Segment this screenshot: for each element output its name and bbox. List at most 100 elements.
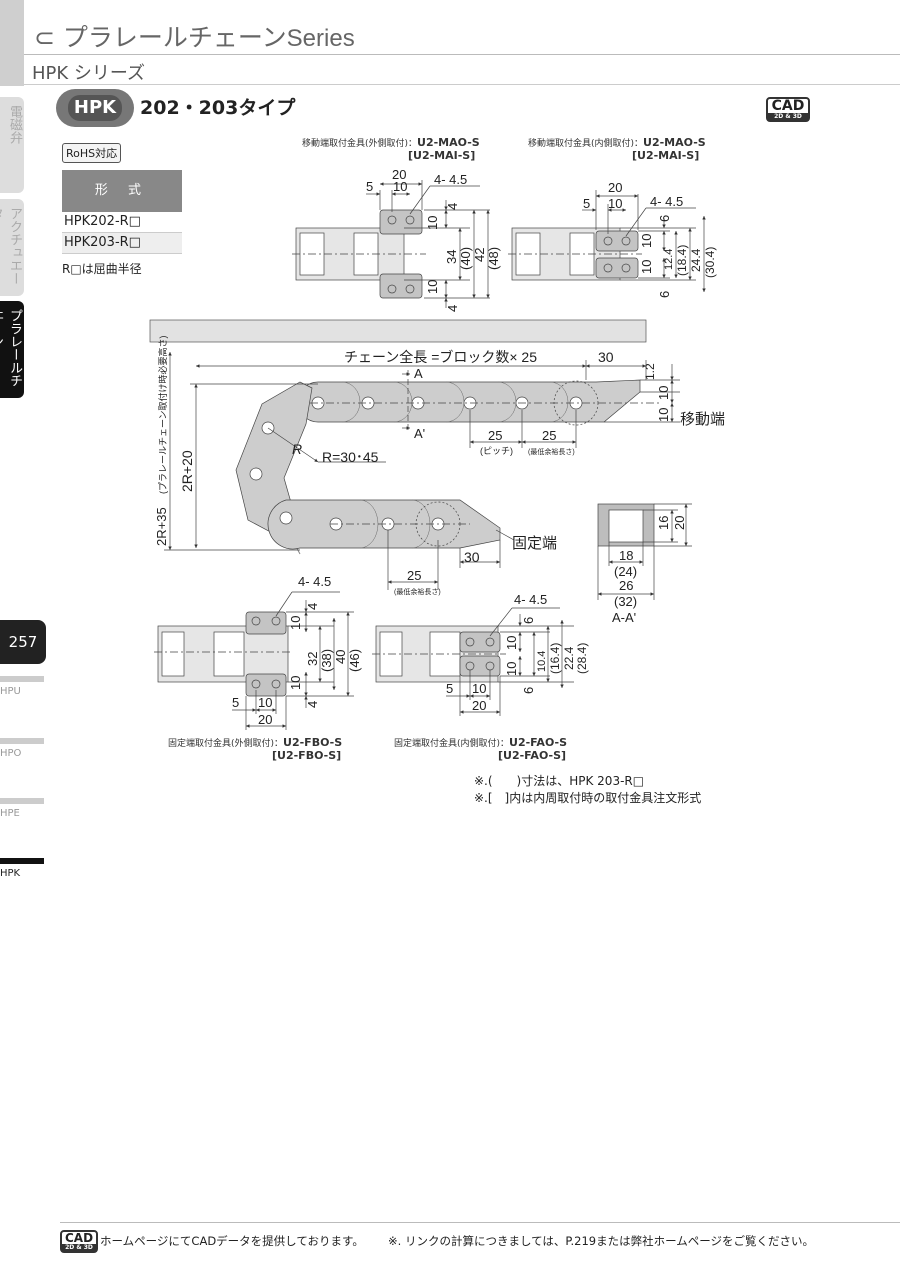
dim-text: (40) [458, 247, 473, 270]
title-series: Series [286, 25, 355, 52]
dim-text: 6 [657, 215, 672, 222]
end-label-moving: 移動端 [680, 411, 725, 428]
dim-text: (48) [486, 247, 501, 270]
dim-text: A' [414, 426, 425, 441]
spec-table-header: 形 式 [62, 170, 182, 212]
dim-text: 25 [407, 568, 421, 583]
dim-text: 10.4 [536, 651, 548, 672]
dim-text: 5 [232, 695, 239, 710]
dim-text: 4 [305, 603, 320, 610]
footer-rule [60, 1222, 900, 1223]
dim-text: 10 [504, 636, 519, 650]
page-title: ⊂ プラレールチェーンSeries [34, 18, 355, 54]
label-code: U2-FAO-S [509, 736, 567, 749]
dim-text: 10 [639, 260, 654, 274]
dim-text: 10 [288, 676, 303, 690]
dim-text: 10 [472, 681, 486, 696]
dim-text: 10 [656, 408, 671, 422]
dim-text: チェーン全長 =ブロック数× 25 [344, 349, 537, 365]
category-label: HPK [0, 868, 21, 879]
dim-text: 10 [656, 386, 671, 400]
side-category-hpk[interactable]: HPK [0, 858, 44, 879]
dim-text: 40 [333, 650, 348, 664]
drawing-moving-inner [508, 190, 706, 292]
dim-text: 20 [608, 180, 622, 195]
dim-text: 4 [445, 203, 460, 210]
drawing-section-aa [597, 503, 692, 600]
label-caption: 移動端取付金具(外側取付)： [302, 139, 418, 149]
dim-text: 10 [608, 196, 622, 211]
label-moving-outer: 移動端取付金具(外側取付)：U2-MAO-S[U2-MAI-S] [302, 136, 480, 162]
dim-text: 4- 4.5 [650, 194, 683, 209]
label-caption: 移動端取付金具(内側取付)： [528, 139, 644, 149]
dim-text: 26 [619, 578, 633, 593]
dim-text: 6 [521, 687, 536, 694]
cad-sub: 2D & 3D [768, 113, 808, 120]
dim-text: 5 [583, 196, 590, 211]
model-title: 202・203タイプ [140, 97, 296, 119]
dim-text: (38) [319, 649, 334, 672]
dim-text: A [414, 366, 423, 381]
dim-text: (32) [614, 594, 637, 609]
category-label: HPO [0, 748, 22, 759]
header-rule [24, 54, 900, 55]
dim-text: (最低余裕長さ) [394, 587, 441, 596]
dim-text: 4 [445, 305, 460, 312]
drawing-main-chain [149, 319, 680, 590]
note-bracket-order: ※.[ ]内は内周取付時の取付金具注文形式 [474, 791, 702, 805]
dim-text: 5 [446, 681, 453, 696]
dim-text: 12.4 [663, 249, 675, 270]
dim-text: 25 [542, 428, 556, 443]
side-category-hpe[interactable]: HPE [0, 798, 44, 819]
drawing-fixed-outer [154, 591, 354, 730]
dim-text: 4- 4.5 [434, 172, 467, 187]
dim-text: R [292, 441, 302, 457]
drawing-moving-outer [292, 180, 490, 308]
dim-text: 16 [656, 516, 671, 530]
dim-text: 4- 4.5 [298, 574, 331, 589]
chain-symbol-icon: ⊂ [34, 23, 63, 52]
dim-text: (24) [614, 564, 637, 579]
model-badge: HPK [56, 89, 134, 127]
footer-link-note: ※. リンクの計算につきましては、P.219または弊社ホームページをご覧ください… [388, 1234, 815, 1248]
page-number: 257 [0, 620, 46, 664]
dim-text: 20 [472, 698, 486, 713]
dim-text: (最低余裕長さ) [528, 447, 575, 456]
dim-text: 24.4 [689, 248, 703, 272]
dim-text: 32 [305, 652, 320, 666]
dim-text: 6 [657, 291, 672, 298]
dim-text: 10 [639, 234, 654, 248]
drawing-fixed-inner [372, 607, 574, 716]
dim-text: (46) [347, 649, 362, 672]
spec-row: HPK202-R□ [62, 212, 182, 233]
dim-text: 1.2 [643, 363, 657, 380]
model-badge-text: HPK [67, 95, 123, 121]
header-accent-bar [0, 0, 24, 86]
dimension-texts: 20 5 10 4- 4.5 4 10 34 (40) 42 (48) 10 4… [154, 167, 725, 727]
spec-note: R□は屈曲半径 [62, 262, 142, 276]
side-category-hpu[interactable]: HPU [0, 676, 44, 697]
side-tab-solenoid-valve[interactable]: 電磁弁 [0, 97, 24, 193]
label-code: U2-FBO-S [283, 736, 343, 749]
cad-text: CAD [771, 98, 805, 114]
dim-text: (18.4) [675, 245, 689, 276]
label-caption: 固定端取付金具(外側取付)： [168, 739, 284, 749]
label-moving-inner: 移動端取付金具(内側取付)：U2-MAO-S[U2-MAI-S] [528, 136, 706, 162]
dim-text: 2R+20 [179, 450, 195, 492]
dim-text: 2R+35 [154, 507, 169, 546]
dim-text: 25 [488, 428, 502, 443]
dim-text: 10 [425, 216, 440, 230]
rohs-badge: RoHS対応 [62, 143, 122, 163]
label-alt-code: [U2-MAI-S] [408, 149, 476, 162]
side-tab-chain[interactable]: プラレールチェーン [0, 301, 24, 398]
side-category-hpo[interactable]: HPO [0, 738, 44, 759]
spec-row: HPK203-R□ [62, 233, 182, 254]
side-tab-actuator[interactable]: アクチュエータ [0, 199, 24, 296]
dim-text: 10 [504, 662, 519, 676]
title-jp: プラレールチェーン [62, 23, 287, 52]
dim-text: 22.4 [562, 646, 576, 670]
label-alt-code: [U2-FBO-S] [272, 749, 342, 762]
